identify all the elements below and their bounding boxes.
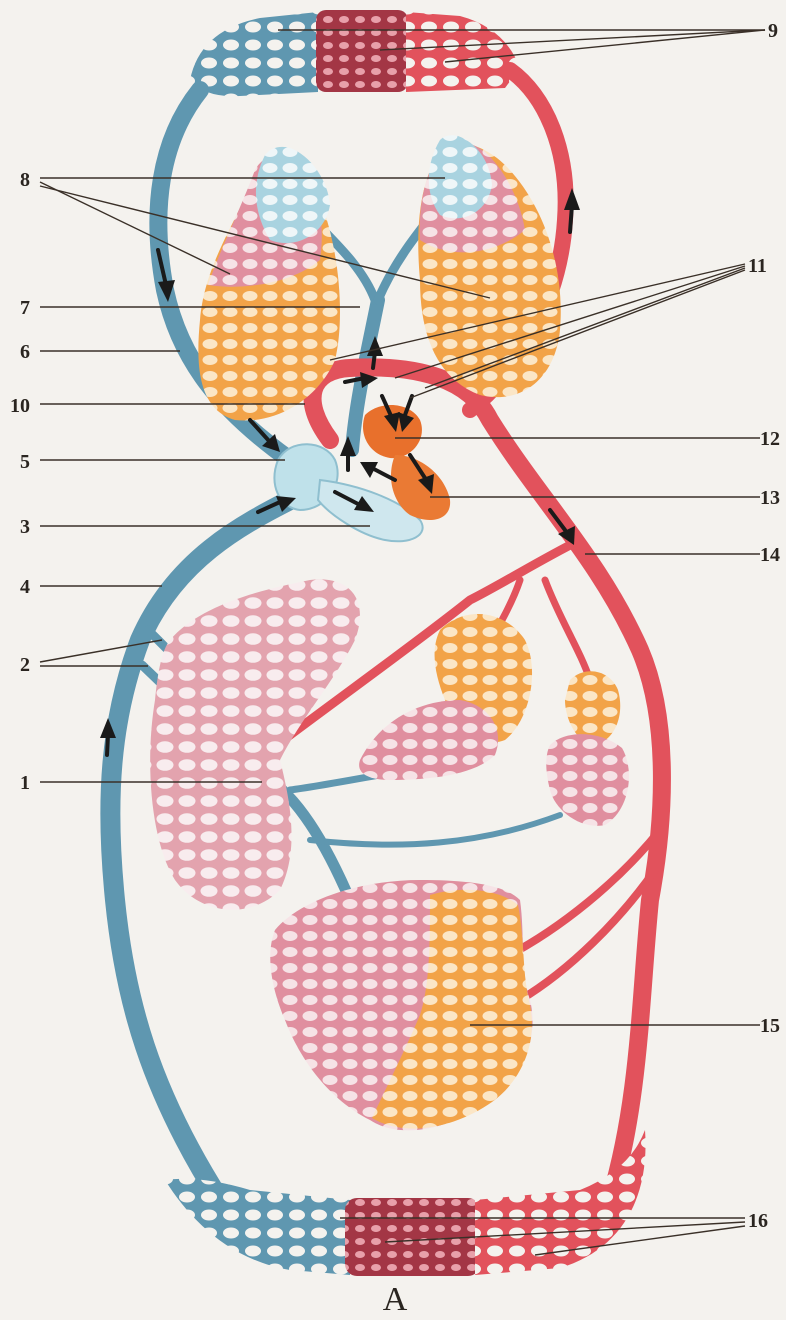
label-1: 1 (20, 772, 30, 794)
label-7: 7 (20, 297, 30, 319)
label-4: 4 (20, 576, 30, 598)
label-12: 12 (760, 428, 780, 450)
left-atrium (363, 405, 422, 458)
label-15: 15 (760, 1015, 780, 1037)
label-16: 16 (748, 1210, 768, 1232)
label-13: 13 (760, 487, 780, 509)
upper-body-capillary-bed (190, 10, 520, 96)
label-8: 8 (20, 169, 30, 191)
label-6: 6 (20, 341, 30, 363)
label-11: 11 (748, 255, 767, 277)
label-9: 9 (768, 20, 778, 42)
label-5: 5 (20, 451, 30, 473)
figure-caption: A (383, 1281, 408, 1318)
label-3: 3 (20, 516, 30, 538)
intestine-capillaries (359, 614, 629, 826)
label-14: 14 (760, 544, 780, 566)
label-2: 2 (20, 654, 30, 676)
kidney (270, 880, 532, 1130)
label-10: 10 (10, 395, 30, 417)
lower-body-capillary-bed (165, 1130, 646, 1276)
